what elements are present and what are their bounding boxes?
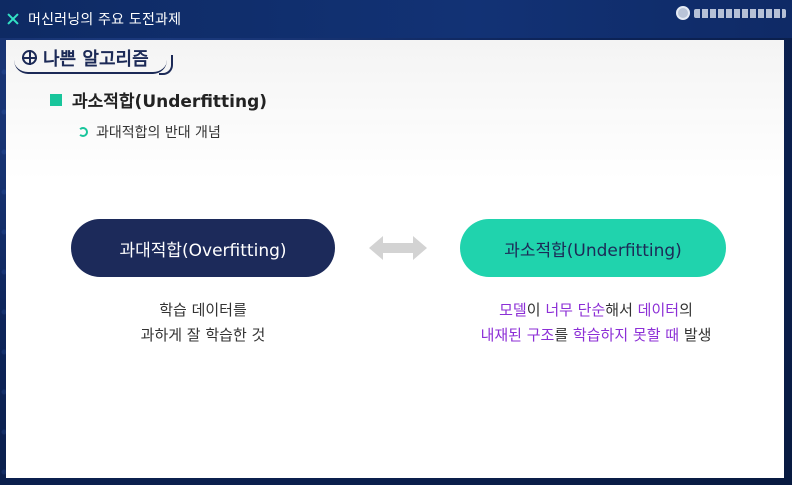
main-bullet: 과소적합(Underfitting) xyxy=(50,87,267,112)
overfitting-pill: 과대적합(Overfitting) xyxy=(71,219,335,277)
desc-segment: 를 xyxy=(554,326,573,344)
desc-segment: 발생 xyxy=(679,326,712,344)
overfitting-label: 과대적합(Overfitting) xyxy=(119,240,287,261)
target-icon xyxy=(22,50,37,65)
underfitting-desc-line1: 모델이 너무 단순해서 데이터의 xyxy=(446,298,746,323)
square-bullet-icon xyxy=(50,93,62,106)
top-bar: 머신러닝의 주요 도전과제 xyxy=(0,0,792,38)
sub-bullet-text: 과대적합의 반대 개념 xyxy=(96,125,221,141)
slide: 나쁜 알고리즘 과소적합(Underfitting) 과대적합의 반대 개념 과… xyxy=(6,40,784,478)
underfitting-desc-line2: 내재된 구조를 학습하지 못할 때 발생 xyxy=(446,323,746,348)
main-bullet-text: 과소적합(Underfitting) xyxy=(72,92,268,112)
close-x-icon[interactable] xyxy=(6,12,20,26)
window-title: 머신러닝의 주요 도전과제 xyxy=(28,12,182,28)
desc-segment: 모델 xyxy=(499,301,527,319)
underfitting-pill: 과소적합(Underfitting) xyxy=(460,219,726,277)
underfitting-description: 모델이 너무 단순해서 데이터의 내재된 구조를 학습하지 못할 때 발생 xyxy=(446,298,746,348)
desc-segment: 너무 단순 xyxy=(545,301,606,319)
double-arrow-icon xyxy=(369,236,427,260)
desc-segment: 의 xyxy=(679,301,693,319)
sub-bullet: 과대적합의 반대 개념 xyxy=(78,122,221,142)
desc-segment: 데이터 xyxy=(637,301,680,319)
section-badge: 나쁜 알고리즘 xyxy=(14,43,173,75)
overfitting-desc-line2: 과하게 잘 학습한 것 xyxy=(140,326,266,344)
logo-mark-icon xyxy=(676,6,690,20)
overfitting-desc-line1: 학습 데이터를 xyxy=(159,301,247,319)
underfitting-label: 과소적합(Underfitting) xyxy=(504,240,682,261)
desc-segment: 학습하지 못할 때 xyxy=(572,326,680,344)
logo-text-graphic xyxy=(694,8,786,18)
overfitting-description: 학습 데이터를 과하게 잘 학습한 것 xyxy=(71,298,335,348)
desc-segment: 해서 xyxy=(605,301,638,319)
section-title: 나쁜 알고리즘 xyxy=(43,48,149,70)
logo xyxy=(676,4,786,22)
desc-segment: 이 xyxy=(526,301,546,319)
cycle-icon xyxy=(78,127,88,137)
desc-segment: 내재된 구조 xyxy=(480,326,555,344)
